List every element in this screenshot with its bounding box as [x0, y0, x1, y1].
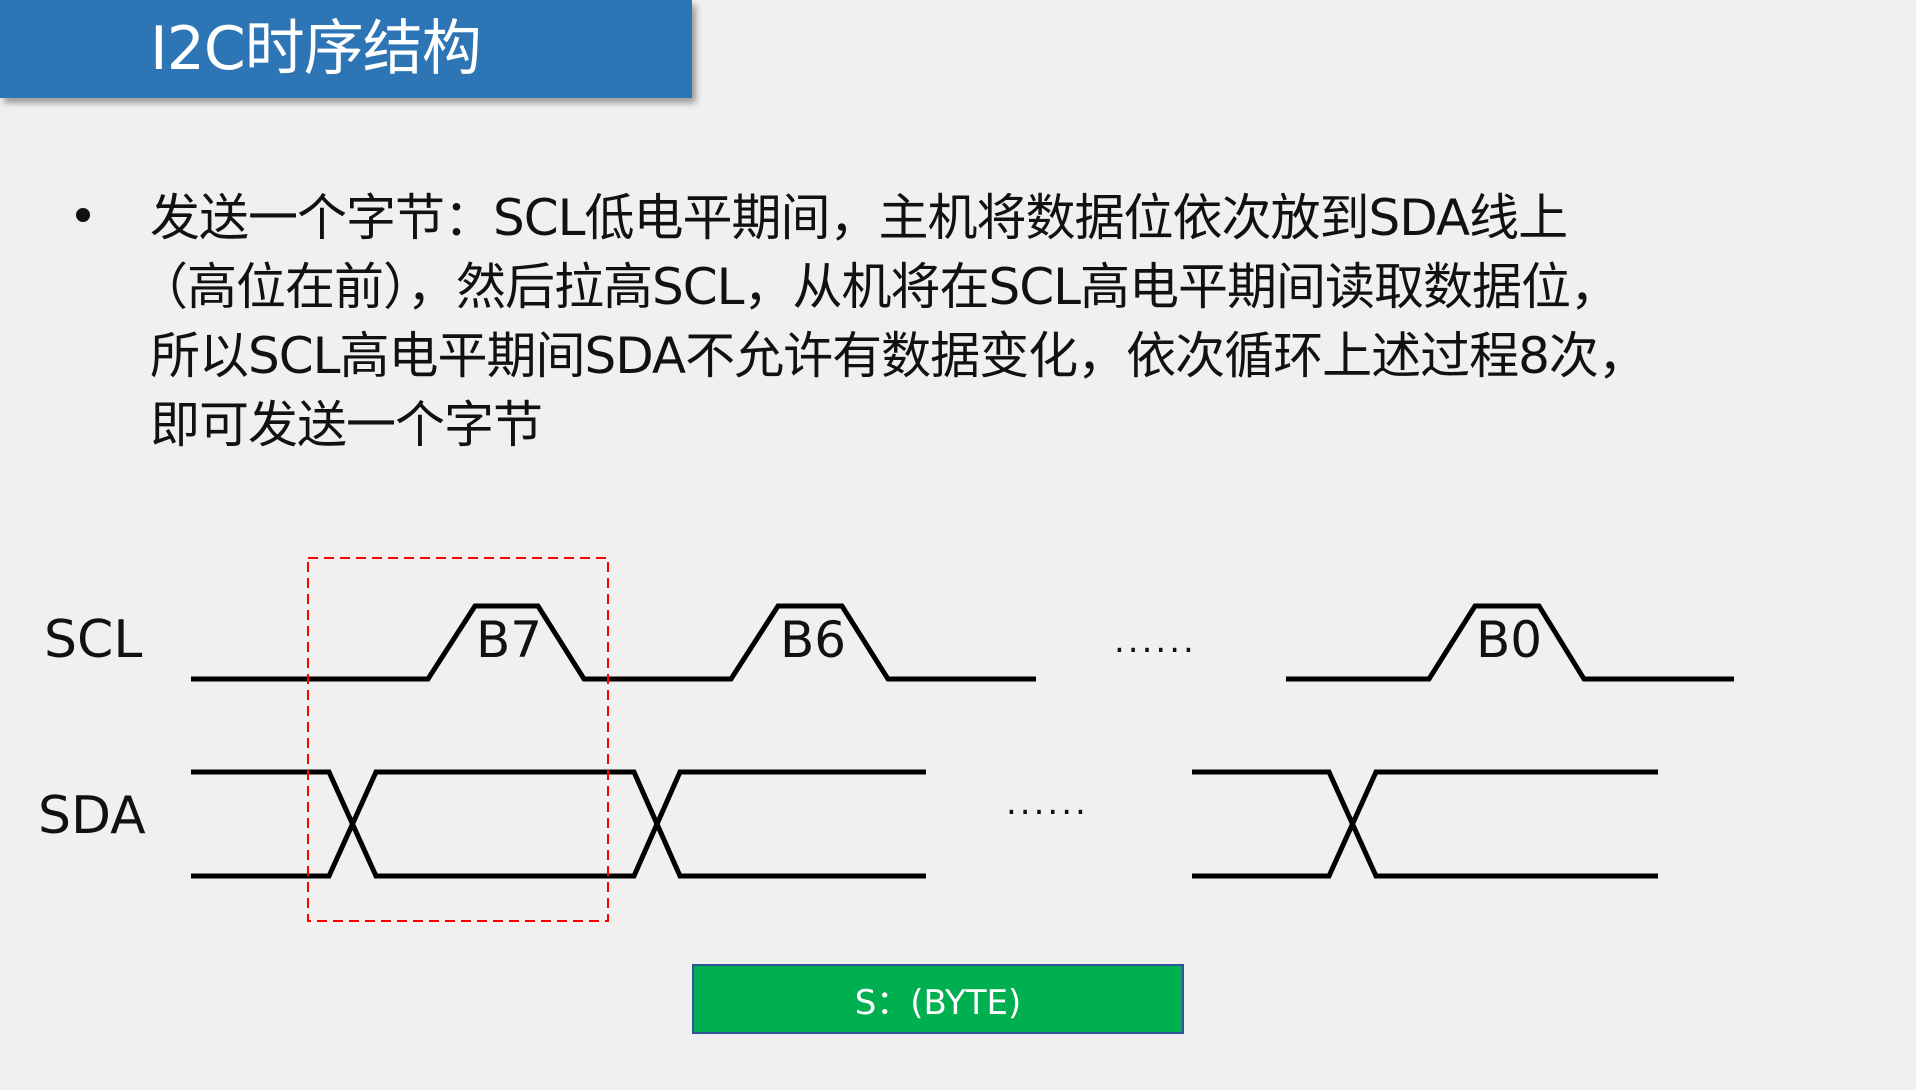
bullet-line: 即可发送一个字节 [150, 396, 543, 454]
bit-label-b6: B6 [780, 611, 847, 669]
sda-ellipsis: ...... [1006, 783, 1089, 823]
scl-label: SCL [44, 610, 143, 670]
bullet-text: 发送一个字节：SCL低电平期间，主机将数据位依次放到SDA线上 （高位在前），然… [138, 184, 1870, 460]
bullet-line: 发送一个字节：SCL低电平期间，主机将数据位依次放到SDA线上 [150, 189, 1568, 247]
bullet-icon [76, 208, 90, 222]
sda-label: SDA [38, 786, 146, 846]
byte-label: S：(BYTE) [854, 982, 1022, 1023]
slide-title: I2C时序结构 [150, 14, 482, 84]
byte-label-box: S：(BYTE) [692, 964, 1184, 1034]
highlight-box [307, 557, 609, 922]
bit-label-b7: B7 [476, 611, 543, 669]
bit-label-b0: B0 [1476, 611, 1543, 669]
scl-ellipsis: ...... [1114, 621, 1197, 661]
bullet-line: （高位在前），然后拉高SCL，从机将在SCL高电平期间读取数据位， [138, 258, 1620, 316]
sda-waveform [191, 769, 1658, 879]
title-banner: I2C时序结构 [0, 0, 692, 98]
scl-waveform [191, 603, 1734, 682]
bullet-line: 所以SCL高电平期间SDA不允许有数据变化，依次循环上述过程8次， [150, 327, 1648, 385]
